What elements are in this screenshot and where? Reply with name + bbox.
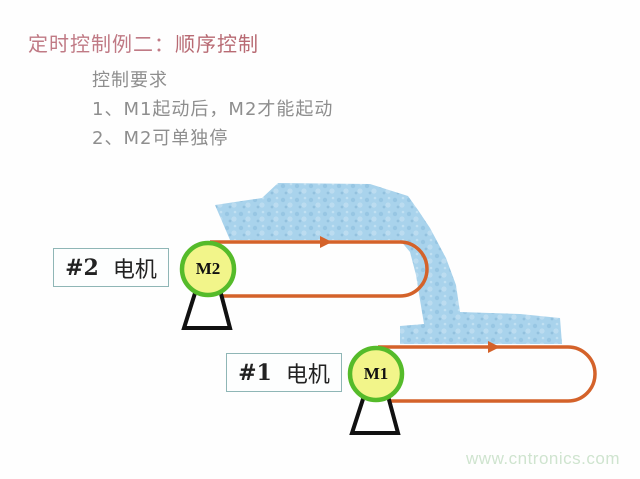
page-title: 定时控制例二：顺序控制 <box>28 28 259 57</box>
motor-2-label: #2 电机 <box>53 248 169 287</box>
motor-1-number: #1 <box>238 359 272 386</box>
requirements-heading: 控制要求 <box>92 70 168 91</box>
belt-m2-arrow-icon <box>320 236 332 248</box>
motor-1-text: 电机 <box>285 362 330 388</box>
requirement-item-1: 1、M1起动后，M2才能起动 <box>92 99 334 120</box>
title-main: 定时控制例二： <box>28 32 175 56</box>
belt-m2 <box>210 240 429 298</box>
motor-m2-code: M2 <box>195 259 221 278</box>
motor-m1-icon <box>347 345 405 403</box>
belt-m1-arrow-icon <box>488 341 500 353</box>
requirement-item-2: 2、M2可单独停 <box>92 128 229 149</box>
motor-m1-code: M1 <box>363 364 389 383</box>
motor-m2-icon <box>179 240 237 298</box>
motor-2-number: #2 <box>65 254 99 281</box>
watermark: www.cntronics.com <box>466 449 620 468</box>
motor-1-label: #1 电机 <box>226 353 342 392</box>
material-flow-shape <box>215 183 562 344</box>
belt-m1 <box>378 345 597 403</box>
title-sub: 顺序控制 <box>175 32 259 56</box>
motor-2-text: 电机 <box>112 257 157 283</box>
requirements-block: 控制要求 1、M1起动后，M2才能起动 2、M2可单独停 <box>92 66 333 153</box>
